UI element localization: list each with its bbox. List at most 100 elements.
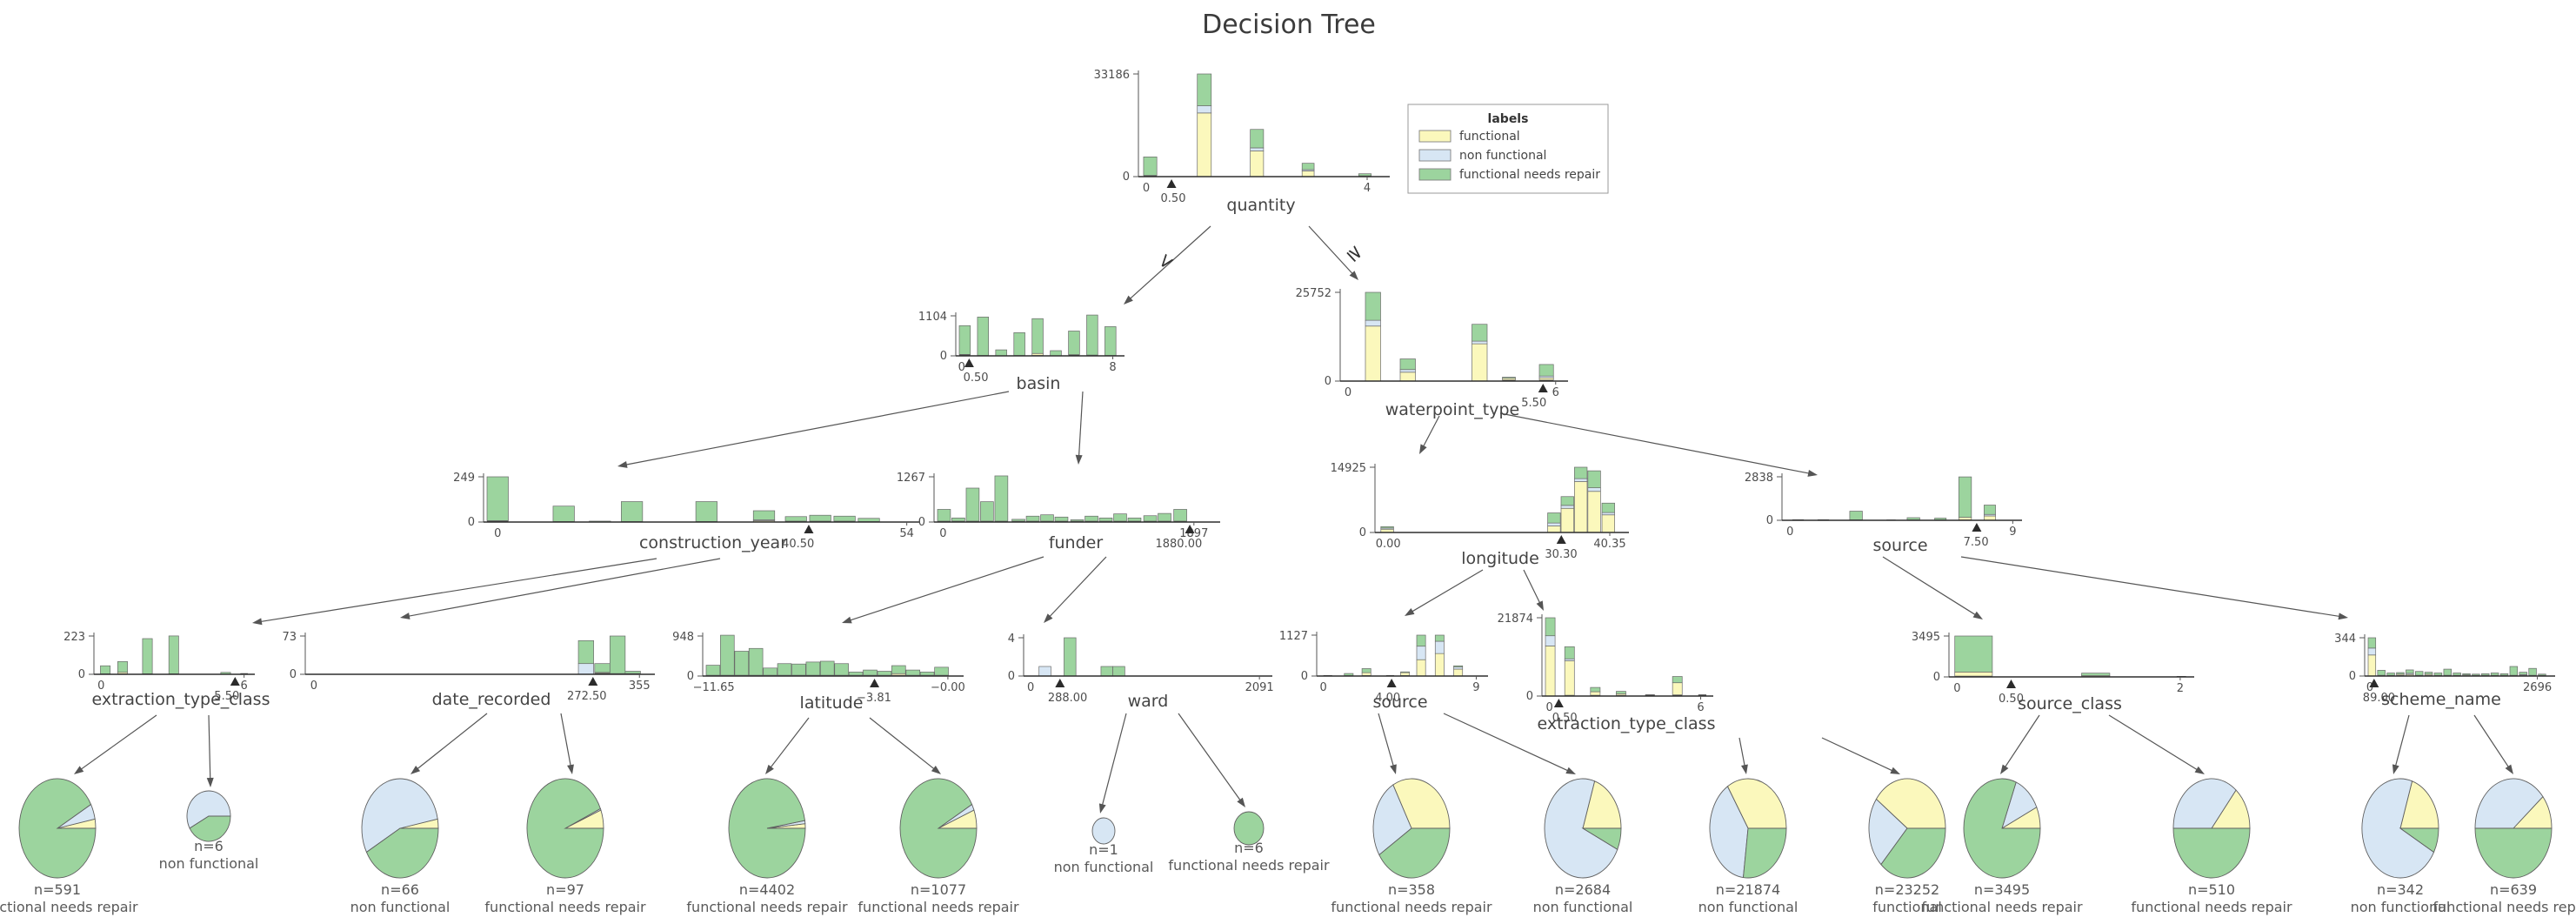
bar-segment-f (1361, 672, 1371, 676)
bar-segment-n (1038, 666, 1051, 677)
bar-segment-r (1416, 634, 1426, 647)
bar-segment-r (819, 660, 835, 676)
pie-slice-needs_repair (2399, 827, 2439, 854)
bar-segment-r (763, 667, 777, 676)
edge-arrow (1075, 391, 1084, 465)
edge-arrow (2473, 714, 2513, 774)
bar-segment-n (1472, 340, 1488, 345)
pie-slice-non_functional (186, 790, 231, 829)
x-tick-label: 0 (310, 680, 317, 693)
bar-segment-r (1098, 517, 1113, 522)
arrowhead-icon (400, 613, 410, 619)
bar-segment-r (1070, 519, 1084, 522)
split-marker-icon (1556, 535, 1566, 544)
bar-segment-r (1587, 470, 1601, 488)
legend-swatch-icon (1418, 168, 1452, 181)
bar-segment-d (959, 354, 971, 356)
split-marker-icon (804, 525, 814, 533)
node-feature-label: latitude (800, 693, 864, 713)
x-tick-label: 6 (1552, 386, 1559, 399)
leaf-class-label: functional needs repair (2131, 899, 2292, 915)
x-tick-label: 89.00 (2363, 692, 2395, 705)
edge-line (1101, 713, 1127, 806)
arrowhead-icon (1972, 611, 1983, 619)
bar-segment-n (1399, 369, 1416, 373)
x-tick-label: 0 (1345, 386, 1351, 399)
bar-segment-n (1560, 505, 1574, 509)
x-tick-label: 0 (2366, 681, 2373, 694)
edge-arrow: ≥ (1308, 225, 1368, 280)
node-feature-label: basin (1017, 374, 1061, 393)
edge-arrow (842, 556, 1044, 624)
edge-line (1499, 412, 1810, 474)
pie-slice-needs_repair (1378, 827, 1451, 879)
bar-segment-r (951, 517, 965, 522)
edge-line (1130, 225, 1211, 299)
bar-segment-r (2499, 673, 2509, 676)
pie-slice-needs_repair (365, 827, 439, 879)
bar-segment-r (994, 475, 1009, 522)
pie-slice-functional (2399, 780, 2439, 829)
bar-segment-f (1590, 691, 1601, 696)
x-tick-label: 40.50 (782, 538, 814, 551)
bar-segment-r (1084, 515, 1098, 522)
legend-entry-label: non functional (1459, 149, 1546, 163)
split-marker-icon (870, 679, 880, 687)
bar-segment-r (577, 639, 594, 665)
edge-line (1523, 569, 1541, 604)
node-feature-label: longitude (1461, 549, 1539, 568)
bar-segment-r (2424, 672, 2433, 675)
bar-segment-f (1365, 325, 1381, 382)
edge-arrow (617, 391, 1010, 468)
edge-arrow (1882, 556, 1983, 619)
edge-line (1378, 713, 1394, 767)
edge-line (1411, 569, 1484, 613)
bar-segment-r (1197, 73, 1212, 106)
x-tick-label: 0 (1027, 681, 1034, 694)
bar-segment-f (1453, 668, 1464, 677)
x-tick-label: 0.50 (1999, 693, 2024, 706)
pie-slice-needs_repair (1233, 811, 1265, 846)
leaf-count-label: n=6 (1234, 840, 1264, 856)
bar-segment-r (1068, 331, 1080, 355)
leaf-count-label: n=23252 (1875, 881, 1939, 898)
split-marker-icon (1166, 179, 1177, 188)
x-tick-label: 2 (2177, 682, 2184, 695)
pie-slice-needs_repair (1743, 827, 1787, 879)
bar-segment-f (1545, 646, 1556, 697)
node-feature-label: extraction_type_class (1538, 714, 1716, 733)
leaf-class-label: non functional (1698, 899, 1799, 915)
ymax-label: 1267 (897, 472, 925, 485)
bar-segment-r (1158, 512, 1171, 522)
node-feature-label: source (1372, 693, 1427, 712)
bar-segment-r (1104, 326, 1117, 356)
bar-segment-r (809, 514, 831, 522)
edge-arrow (1378, 713, 1397, 774)
bar-segment-f (1416, 659, 1426, 677)
ymax-label: 2838 (1745, 472, 1773, 485)
pie-slice-non_functional (1544, 778, 1618, 879)
split-marker-icon (1553, 699, 1564, 707)
pie-slice-functional (1582, 780, 1622, 829)
bar-segment-r (1054, 516, 1069, 522)
edge-arrow (1443, 713, 1576, 774)
edge-line (1178, 713, 1241, 801)
bar-segment-f (1564, 660, 1575, 696)
bar-segment-f (1400, 672, 1411, 676)
bar-segment-r (1434, 634, 1445, 642)
bar-segment-f (1197, 112, 1212, 177)
edge-line (80, 714, 157, 770)
bar-segment-r (2396, 672, 2405, 675)
bar-segment-r (965, 487, 980, 522)
split-marker-icon (1972, 523, 1982, 532)
edge-arrow (1523, 569, 1544, 611)
bar-segment-n (1250, 147, 1265, 151)
arrowhead-icon (1565, 767, 1576, 774)
leaf-count-label: n=66 (381, 881, 419, 898)
bar-segment-f (1587, 491, 1601, 533)
legend-swatch-icon (1418, 149, 1452, 162)
